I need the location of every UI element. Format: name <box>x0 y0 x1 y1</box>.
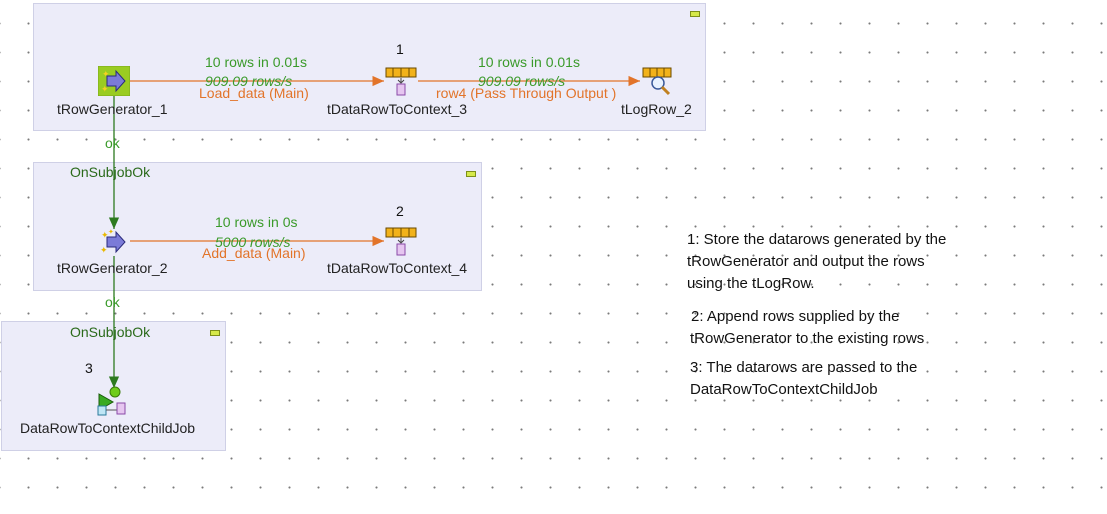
subjob-1[interactable] <box>33 3 706 131</box>
log-row-icon <box>642 67 672 96</box>
load-data-rate-stat: 909.09 rows/s <box>205 73 293 89</box>
row4-rate-stat: 909.09 rows/s <box>478 73 566 89</box>
tdatarowtocontext-4-label: tDataRowToContext_4 <box>327 260 468 276</box>
note-2: 2: Append rows supplied by the tRowGener… <box>690 306 924 350</box>
data-row-to-context-icon <box>385 67 417 96</box>
component-tdatarowtocontext-4[interactable] <box>385 226 417 256</box>
row-generator-icon: ✦ ✦ <box>97 65 131 97</box>
svg-text:✦: ✦ <box>108 228 114 236</box>
note-3-line-2: DataRowToContextChildJob <box>690 381 878 398</box>
component-trowgenerator-1[interactable]: ✦ ✦ <box>97 65 131 97</box>
trowgenerator-2-label: tRowGenerator_2 <box>57 260 168 276</box>
row-generator-icon: ✦ ✦ ✦ <box>100 228 126 255</box>
note-2-line-1: 2: Append rows supplied by the <box>691 308 900 325</box>
collapse-subjob-3-button[interactable] <box>210 330 220 336</box>
ok-trigger-label-1[interactable]: ok <box>105 135 120 151</box>
component-badge-3: 3 <box>85 360 93 376</box>
svg-text:✦: ✦ <box>100 245 108 255</box>
svg-text:✦: ✦ <box>101 230 109 240</box>
row4-rows-stat: 10 rows in 0.01s <box>478 54 580 70</box>
load-data-link-label[interactable]: Load_data (Main) <box>199 85 309 101</box>
component-tdatarowtocontext-3[interactable] <box>385 66 417 96</box>
add-data-rows-stat: 10 rows in 0s <box>215 214 298 230</box>
add-data-rate-stat: 5000 rows/s <box>215 234 291 250</box>
note-1-line-1: 1: Store the datarows generated by the <box>687 231 947 248</box>
tlogrow-2-label: tLogRow_2 <box>621 101 692 117</box>
note-2-line-2: tRowGenerator to the existing rows <box>690 330 925 347</box>
note-3-line-1: 3: The datarows are passed to the <box>690 359 918 376</box>
svg-text:✦: ✦ <box>102 69 110 79</box>
on-subjob-ok-label-1: OnSubjobOk <box>70 164 151 180</box>
component-badge-1: 1 <box>396 41 404 57</box>
svg-text:✦: ✦ <box>101 84 109 94</box>
note-3: 3: The datarows are passed to the DataRo… <box>690 357 917 401</box>
note-1-line-3: using the tLogRow. <box>687 275 815 292</box>
collapse-subjob-1-button[interactable] <box>690 11 700 17</box>
data-row-to-context-icon <box>385 227 417 256</box>
component-tlogrow-2[interactable] <box>641 66 675 96</box>
component-badge-2: 2 <box>396 203 404 219</box>
row4-link-label[interactable]: row4 (Pass Through Output ) <box>436 85 617 101</box>
add-data-link-label[interactable]: Add_data (Main) <box>202 245 306 261</box>
note-1-line-2: tRowGenerator and output the rows <box>687 253 925 270</box>
on-subjob-ok-label-2: OnSubjobOk <box>70 324 151 340</box>
subjob-2[interactable] <box>33 162 482 291</box>
note-1: 1: Store the datarows generated by the t… <box>687 229 946 295</box>
collapse-subjob-2-button[interactable] <box>466 171 476 177</box>
component-datarowtocontextchildjob[interactable] <box>97 386 129 416</box>
ok-trigger-label-2[interactable]: ok <box>105 294 120 310</box>
load-data-rows-stat: 10 rows in 0.01s <box>205 54 307 70</box>
datarowtocontextchildjob-label: DataRowToContextChildJob <box>20 420 196 436</box>
trowgenerator-1-label: tRowGenerator_1 <box>57 101 168 117</box>
run-job-icon <box>97 386 126 416</box>
component-trowgenerator-2[interactable]: ✦ ✦ ✦ <box>98 228 130 256</box>
tdatarowtocontext-3-label: tDataRowToContext_3 <box>327 101 468 117</box>
